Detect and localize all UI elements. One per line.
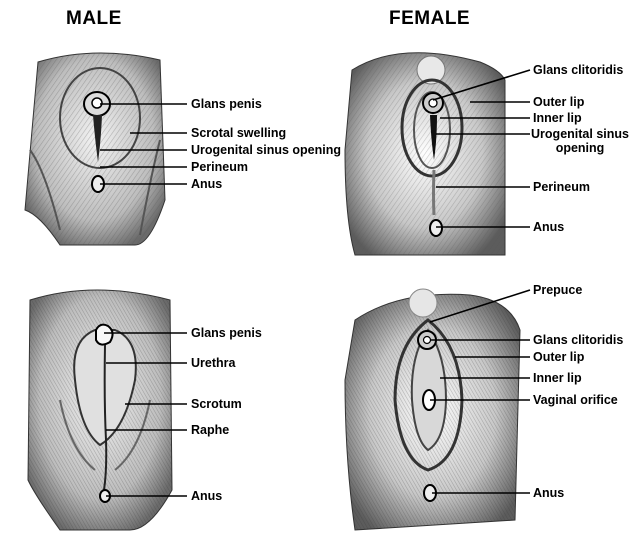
label-glans-clitoridis: Glans clitoridis xyxy=(533,63,624,77)
label-raphe: Raphe xyxy=(191,423,230,437)
label-vaginal-orifice: Vaginal orifice xyxy=(533,393,618,407)
label-prepuce: Prepuce xyxy=(533,283,583,297)
label-urethra: Urethra xyxy=(191,356,236,370)
label-scrotal-swelling: Scrotal swelling xyxy=(191,126,287,140)
leader-lines xyxy=(100,69,531,497)
label-anus-female: Anus xyxy=(533,220,565,234)
label-perineum: Perineum xyxy=(191,160,248,174)
male-heading: MALE xyxy=(66,8,122,29)
label-outer-lip-adult: Outer lip xyxy=(533,350,585,364)
label-outer-lip: Outer lip xyxy=(533,95,585,109)
label-perineum-female: Perineum xyxy=(533,180,590,194)
label-glans-clitoridis-adult: Glans clitoridis xyxy=(533,333,624,347)
label-glans-penis-adult: Glans penis xyxy=(191,326,262,340)
label-anus-adult: Anus xyxy=(191,489,223,503)
label-anus-female-adult: Anus xyxy=(533,486,565,500)
label-urogenital-sinus-opening: Urogenital sinus opening xyxy=(191,143,342,157)
label-scrotum: Scrotum xyxy=(191,397,242,411)
female-early-illustration xyxy=(344,52,506,256)
label-inner-lip-adult: Inner lip xyxy=(533,371,582,385)
label-glans-penis: Glans penis xyxy=(191,97,262,111)
male-early-illustration xyxy=(24,52,166,246)
male-adult-illustration xyxy=(27,289,173,531)
female-adult-illustration xyxy=(344,288,521,531)
female-heading: FEMALE xyxy=(389,8,471,29)
label-inner-lip: Inner lip xyxy=(533,111,582,125)
label-anus: Anus xyxy=(191,177,223,191)
label-urogenital-sinus-opening-female: Urogenital sinus opening xyxy=(531,127,629,155)
